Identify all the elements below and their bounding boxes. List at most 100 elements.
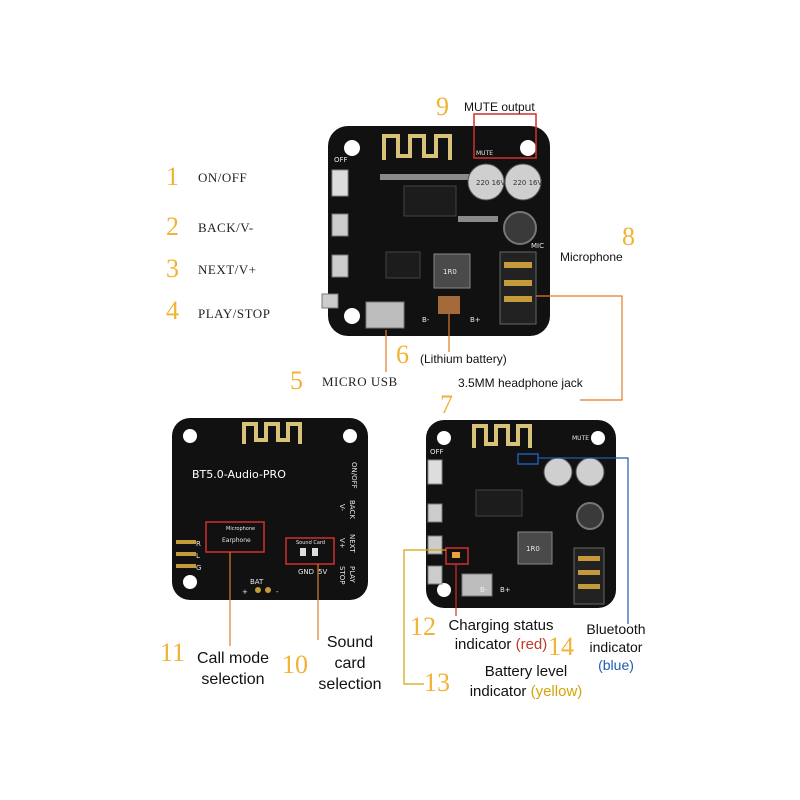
back-board-minus-label: - (276, 588, 279, 596)
back-board-jack-pins (176, 540, 196, 544)
charging-led-highlight (445, 547, 469, 565)
top-board-smd-row (380, 174, 470, 180)
back-board-bat-label: BAT (250, 578, 264, 586)
callout-label-next: NEXT/V+ (198, 262, 257, 277)
indicator-board-inductor-label: 1R0 (526, 545, 540, 553)
top-board-battery-pad (438, 296, 460, 314)
callout-number-8: 8 (622, 222, 635, 251)
top-board-amp-chip (385, 251, 421, 279)
back-board-g-label: G (196, 564, 201, 572)
callout-number-1: 1 (166, 162, 179, 191)
callout-label-call-mode-line2: selection (201, 671, 265, 688)
callout-label-bluetooth-line2: indicator (589, 639, 643, 655)
back-board-5v-label: 5V (318, 568, 327, 576)
back-board-back-label: BACK (348, 500, 356, 519)
back-board-vminus-label: V- (338, 504, 346, 511)
callout-label-charging-color: (red) (515, 636, 548, 653)
callout-label-sound-card-line3: selection (318, 676, 382, 693)
top-board-mute-highlight (473, 113, 537, 159)
callout-label-battery-level-line2: indicator (469, 683, 527, 700)
indicator-board-micro-usb (461, 573, 493, 597)
back-board-l-label: L (196, 552, 200, 560)
top-board-micro-usb (365, 301, 405, 329)
callout-label-charging: Charging status indicator (red) (436, 616, 566, 654)
back-board-mount-hole-bl (183, 575, 197, 589)
top-board-back-button (331, 213, 349, 237)
callout-number-11: 11 (160, 638, 186, 667)
top-board-mount-hole-bl (344, 308, 360, 324)
charging-led (452, 552, 460, 558)
back-board-gnd-label: GND (298, 568, 314, 576)
top-board-off-label: OFF (334, 156, 348, 164)
top-board-next-button (331, 254, 349, 278)
callout-label-bluetooth: Bluetooth indicator (blue) (576, 620, 656, 674)
top-board-mute-label: MUTE (476, 150, 493, 157)
callout-label-microphone: Microphone (560, 250, 623, 264)
leader-headphone (536, 295, 623, 401)
callout-label-bluetooth-color: (blue) (598, 657, 634, 673)
leader-bluetooth (538, 457, 629, 624)
top-board-antenna (382, 134, 452, 160)
back-board-microphone-label: Microphone (226, 526, 255, 532)
indicator-board-microphone (576, 502, 604, 530)
indicator-board-off-label: OFF (430, 448, 444, 456)
top-board-bplus-label: B+ (470, 316, 481, 324)
top-board-mic-label: MIC (531, 242, 544, 250)
callout-label-battery-level-color: (yellow) (530, 683, 583, 700)
top-board-capacitor-a (467, 163, 505, 201)
back-board-vplus-label: V+ (338, 538, 346, 549)
callout-number-10: 10 (282, 650, 308, 679)
callout-number-9: 9 (436, 92, 449, 121)
indicator-board-inductor (517, 531, 553, 565)
bluetooth-led-highlight (517, 453, 539, 465)
callout-number-5: 5 (290, 366, 303, 395)
callout-label-charging-line1: Charging status (448, 617, 554, 634)
top-board-mount-hole-tl (344, 140, 360, 156)
indicator-board-onoff-switch (427, 459, 443, 485)
callout-number-14: 14 (548, 632, 574, 661)
callout-label-headphone: 3.5MM headphone jack (458, 376, 583, 390)
back-board-play-label: PLAY (348, 566, 356, 584)
top-board-play-button (321, 293, 339, 309)
callout-label-sound-card: Sound card selection (310, 632, 390, 695)
back-board-mount-hole-tl (183, 429, 197, 443)
callout-number-4: 4 (166, 296, 179, 325)
back-board-stop-label: STOP (338, 566, 346, 584)
indicator-board-bplus-label: B+ (500, 586, 511, 594)
callout-label-call-mode-line1: Call mode (196, 650, 270, 667)
back-board-antenna (242, 422, 302, 444)
callout-number-12: 12 (410, 612, 436, 641)
callout-label-onoff: ON/OFF (198, 170, 248, 185)
callout-label-battery-level: Battery level indicator (yellow) (456, 662, 596, 702)
top-board-onoff-switch (331, 169, 349, 197)
back-board-soundcard-label: Sound Card (296, 540, 325, 546)
indicator-board-bminus-label: B- (480, 586, 488, 594)
leader-battery-level (403, 549, 446, 685)
callout-label-battery: (Lithium battery) (420, 352, 507, 366)
top-board-bminus-label: B- (422, 316, 430, 324)
callout-number-7: 7 (440, 390, 453, 419)
callout-label-call-mode: Call mode selection (188, 648, 278, 690)
top-board-mount-hole-tr (520, 140, 536, 156)
callout-label-microusb: MICRO USB (322, 374, 398, 389)
top-board-capacitor-a-label: 220 16V (476, 179, 505, 187)
callout-label-battery-level-line1: Battery level (484, 663, 568, 680)
indicator-board-mute-label: MUTE (572, 435, 589, 442)
callout-number-3: 3 (166, 254, 179, 283)
callout-label-play: PLAY/STOP (198, 306, 271, 321)
top-board-smd-row-2 (458, 216, 498, 222)
back-board-title: BT5.0-Audio-PRO (192, 468, 286, 481)
back-board-mount-hole-tr (343, 429, 357, 443)
back-board-sound-card-highlight (285, 537, 335, 565)
callout-label-mute: MUTE output (464, 100, 535, 114)
back-board-earphone-label: Earphone (222, 537, 251, 544)
back-board-call-mode-highlight (205, 521, 265, 553)
callout-label-back: BACK/V- (198, 220, 254, 235)
callout-label-charging-line2: indicator (454, 636, 512, 653)
top-board-inductor-label: 1R0 (443, 268, 457, 276)
back-board-r-label: R (196, 540, 201, 548)
callout-label-bluetooth-line1: Bluetooth (586, 621, 646, 637)
top-board-capacitor-b (504, 163, 542, 201)
